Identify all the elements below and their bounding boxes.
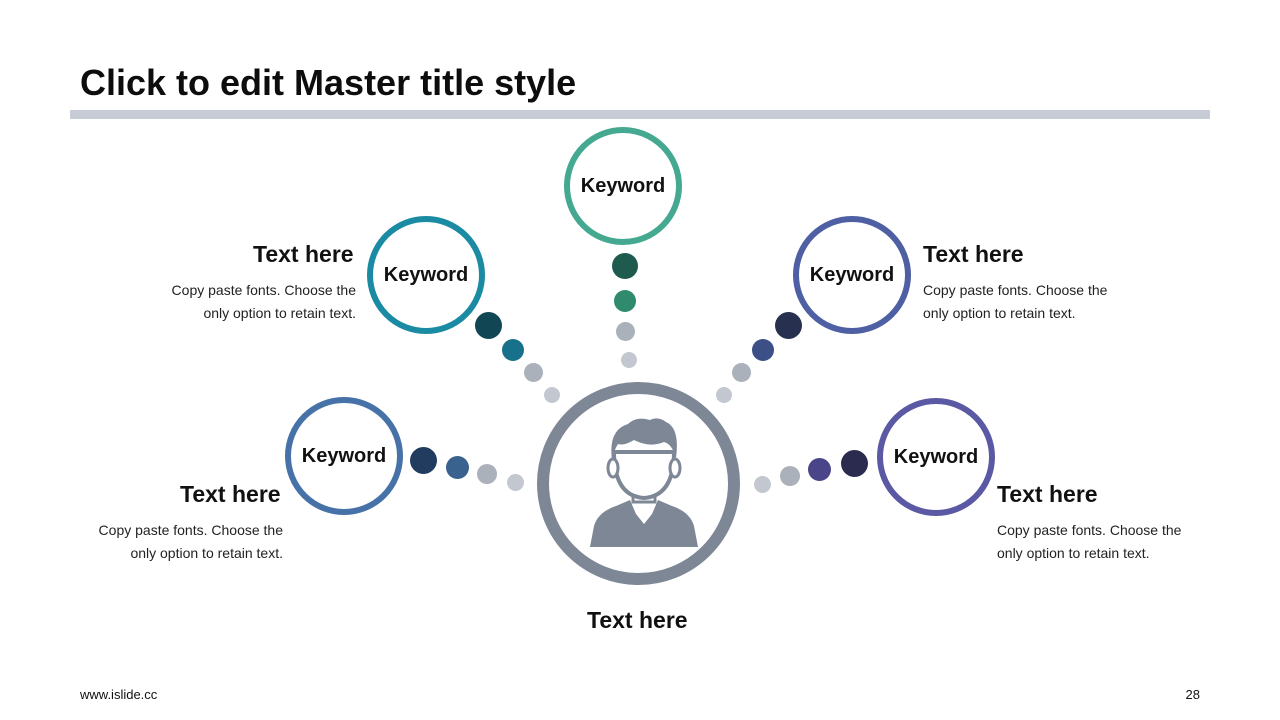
description-lower-right-line-2: only option to retain text. bbox=[997, 545, 1150, 561]
keyword-circle-upper-right: Keyword bbox=[793, 216, 911, 334]
connector-dot-lower-left-1 bbox=[410, 447, 437, 474]
heading-upper-left: Text here bbox=[253, 241, 354, 267]
connector-dot-upper-left-2 bbox=[502, 339, 524, 361]
heading-lower-left: Text here bbox=[180, 481, 281, 507]
keyword-circle-top: Keyword bbox=[564, 127, 682, 245]
description-upper-right-line-1: Copy paste fonts. Choose the bbox=[923, 282, 1108, 298]
keyword-label-top: Keyword bbox=[580, 174, 666, 197]
description-lower-left-line-1: Copy paste fonts. Choose the bbox=[98, 522, 283, 538]
description-upper-right: Copy paste fonts. Choose the only option… bbox=[923, 279, 1123, 325]
heading-lower-right: Text here bbox=[997, 481, 1098, 507]
center-hub-circle bbox=[537, 382, 740, 585]
connector-dot-lower-left-3 bbox=[477, 464, 497, 484]
page-number: 28 bbox=[1185, 687, 1200, 702]
connector-dot-lower-right-2 bbox=[808, 458, 831, 481]
description-lower-left: Copy paste fonts. Choose the only option… bbox=[83, 519, 283, 565]
description-upper-left-line-2: only option to retain text. bbox=[203, 305, 356, 321]
connector-dot-upper-right-1 bbox=[775, 312, 802, 339]
description-lower-right: Copy paste fonts. Choose the only option… bbox=[997, 519, 1197, 565]
keyword-circle-upper-left: Keyword bbox=[367, 216, 485, 334]
description-lower-right-line-1: Copy paste fonts. Choose the bbox=[997, 522, 1182, 538]
center-label: Text here bbox=[587, 607, 688, 633]
connector-dot-lower-right-1 bbox=[841, 450, 868, 477]
person-avatar-icon bbox=[590, 418, 698, 547]
connector-dot-top-1 bbox=[612, 253, 638, 279]
keyword-label-upper-right: Keyword bbox=[809, 263, 895, 286]
description-upper-right-line-2: only option to retain text. bbox=[923, 305, 1076, 321]
connector-dot-top-2 bbox=[614, 290, 636, 312]
description-lower-left-line-2: only option to retain text. bbox=[130, 545, 283, 561]
keyword-label-upper-left: Keyword bbox=[383, 263, 469, 286]
keyword-label-lower-left: Keyword bbox=[301, 444, 387, 467]
footer-url[interactable]: www.islide.cc bbox=[80, 687, 158, 702]
keyword-circle-lower-right: Keyword bbox=[877, 398, 995, 516]
connector-dot-lower-right-3 bbox=[780, 466, 800, 486]
connector-dot-upper-left-1 bbox=[475, 312, 502, 339]
connector-dot-upper-left-3 bbox=[524, 363, 543, 382]
slide-title: Click to edit Master title style bbox=[80, 62, 577, 103]
connector-dot-upper-right-2 bbox=[752, 339, 774, 361]
connector-dot-upper-right-3 bbox=[732, 363, 751, 382]
heading-upper-right: Text here bbox=[923, 241, 1024, 267]
title-underline bbox=[70, 110, 1210, 119]
description-upper-left-line-1: Copy paste fonts. Choose the bbox=[171, 282, 356, 298]
connector-dot-lower-left-4 bbox=[507, 474, 524, 491]
connector-dot-upper-right-4 bbox=[716, 387, 732, 403]
keyword-label-lower-right: Keyword bbox=[893, 445, 979, 468]
connector-dot-top-3 bbox=[616, 322, 635, 341]
description-upper-left: Copy paste fonts. Choose the only option… bbox=[156, 279, 356, 325]
keyword-circle-lower-left: Keyword bbox=[285, 397, 403, 515]
connector-dot-top-4 bbox=[621, 352, 637, 368]
connector-dot-lower-left-2 bbox=[446, 456, 469, 479]
connector-dot-upper-left-4 bbox=[544, 387, 560, 403]
connector-dot-lower-right-4 bbox=[754, 476, 771, 493]
